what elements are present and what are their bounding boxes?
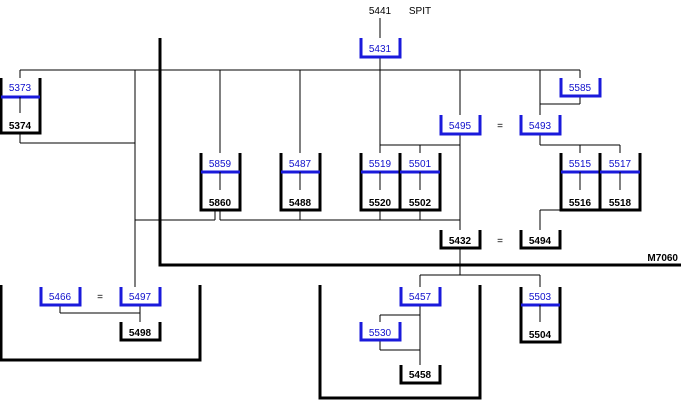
equals-sign: = xyxy=(97,292,103,303)
node-5519-5520: 5519 5520 xyxy=(359,153,402,212)
svg-text:5860: 5860 xyxy=(209,198,232,209)
svg-text:5373: 5373 xyxy=(9,83,32,94)
svg-text:5488: 5488 xyxy=(289,198,312,209)
svg-text:5530: 5530 xyxy=(369,328,392,339)
top-code-label: 5441 xyxy=(369,6,392,17)
svg-text:5518: 5518 xyxy=(609,198,632,209)
svg-text:5498: 5498 xyxy=(129,328,152,339)
node-5432: 5432 xyxy=(439,230,482,250)
node-5585: 5585 xyxy=(559,78,602,98)
node-5458: 5458 xyxy=(399,365,442,385)
svg-text:5431: 5431 xyxy=(369,44,392,55)
svg-text:5519: 5519 xyxy=(369,159,392,170)
node-5517-5518: 5517 5518 xyxy=(598,153,642,212)
node-5494: 5494 xyxy=(519,230,562,250)
node-5498: 5498 xyxy=(119,322,162,342)
node-5859-5860: 5859 5860 xyxy=(199,153,242,212)
node-5503-5504: 5503 5504 xyxy=(519,287,562,344)
node-5501-5502: 5501 5502 xyxy=(398,153,442,212)
svg-text:5432: 5432 xyxy=(449,236,472,247)
svg-text:5457: 5457 xyxy=(409,292,432,303)
svg-text:5374: 5374 xyxy=(9,121,32,132)
equals-sign: = xyxy=(497,236,503,247)
frame-label: M7060 xyxy=(647,253,678,264)
svg-text:5859: 5859 xyxy=(209,159,232,170)
node-5457: 5457 xyxy=(399,287,442,307)
node-5493: 5493 xyxy=(519,115,562,136)
svg-text:5458: 5458 xyxy=(409,370,432,381)
equals-sign: = xyxy=(497,121,503,132)
svg-text:5466: 5466 xyxy=(49,292,72,303)
svg-text:5493: 5493 xyxy=(529,121,552,132)
node-5495: 5495 xyxy=(439,115,482,136)
node-5373-5374: 5373 5374 xyxy=(0,78,42,135)
main-frame xyxy=(158,38,681,267)
top-tag-label: SPIT xyxy=(409,6,431,17)
svg-text:5520: 5520 xyxy=(369,198,392,209)
bottom-frame xyxy=(318,285,482,400)
svg-text:5497: 5497 xyxy=(129,292,152,303)
node-5515-5516: 5515 5516 xyxy=(559,153,602,212)
svg-text:5517: 5517 xyxy=(609,159,632,170)
svg-text:5515: 5515 xyxy=(569,159,592,170)
node-5431: 5431 xyxy=(359,38,402,59)
svg-text:5503: 5503 xyxy=(529,292,552,303)
svg-text:5502: 5502 xyxy=(409,198,432,209)
svg-text:5487: 5487 xyxy=(289,159,312,170)
svg-text:5516: 5516 xyxy=(569,198,592,209)
node-5487-5488: 5487 5488 xyxy=(279,153,322,212)
node-5530: 5530 xyxy=(359,322,402,342)
svg-text:5495: 5495 xyxy=(449,121,472,132)
svg-text:5504: 5504 xyxy=(529,330,552,341)
node-5497: 5497 xyxy=(119,287,162,307)
node-5466: 5466 xyxy=(39,287,82,307)
left-frame xyxy=(0,285,202,362)
svg-text:5501: 5501 xyxy=(409,159,432,170)
svg-text:5585: 5585 xyxy=(569,83,592,94)
connector-lines xyxy=(19,18,621,365)
svg-text:5494: 5494 xyxy=(529,236,552,247)
